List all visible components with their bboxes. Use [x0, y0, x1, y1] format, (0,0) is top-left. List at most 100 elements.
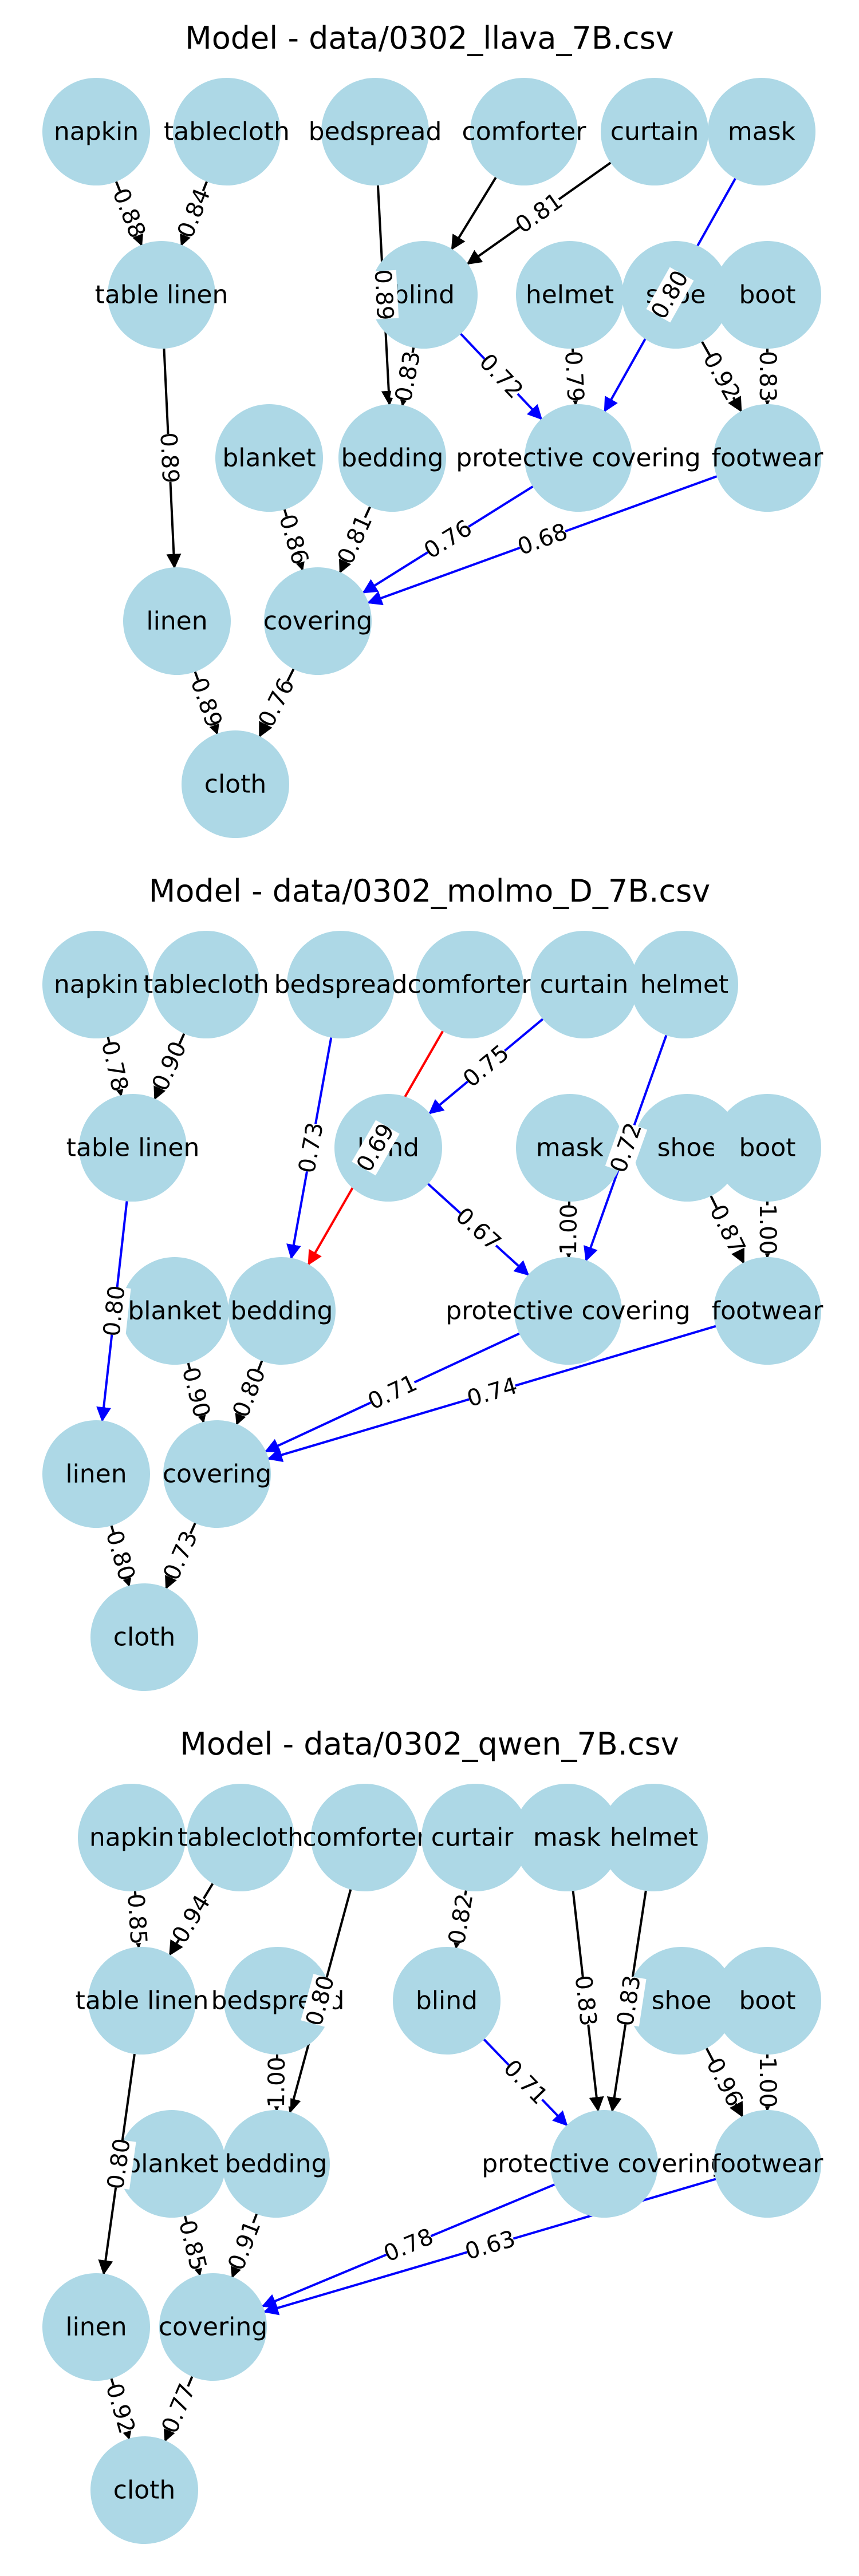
edge-label-group: 0.89 — [368, 268, 399, 321]
node-label-blanket: blanket — [128, 1297, 221, 1326]
node-cloth — [90, 2436, 198, 2544]
node-tablecloth — [173, 78, 281, 185]
edge-label-background — [227, 1365, 271, 1420]
node-curtain — [601, 78, 708, 185]
node-blind — [393, 1947, 501, 2055]
edge-label-background — [698, 349, 746, 404]
edge-label-background — [605, 1120, 648, 1175]
node-helmet — [600, 1784, 708, 1891]
node-label-tablecloth: tablecloth — [143, 970, 269, 999]
edge-label: 0.90 — [147, 1037, 192, 1095]
edge-label-background — [98, 1285, 131, 1337]
edge-label-group: 0.73 — [293, 1120, 329, 1175]
edge-label: 0.87 — [704, 1200, 751, 1258]
edge-label: 1.00 — [754, 1204, 781, 1255]
edge-label: 0.77 — [157, 2380, 201, 2437]
edge-label: 0.94 — [167, 1890, 215, 1947]
edge-label-group: 0.77 — [157, 2380, 201, 2437]
edge-label-group: 0.91 — [223, 2217, 266, 2274]
edge-label-group: 0.92 — [698, 347, 746, 405]
node-bedspread — [287, 931, 395, 1038]
edge-label-background — [559, 351, 589, 401]
edge-label-background — [515, 518, 570, 561]
node-tablecloth — [187, 1784, 294, 1891]
node-label-comforter: comforter — [462, 117, 587, 147]
node-label-mask: mask — [728, 117, 796, 147]
node-boot — [714, 241, 821, 349]
edge-label: 1.00 — [754, 2057, 781, 2108]
node-boot — [714, 1947, 821, 2055]
node-label-covering: covering — [163, 1460, 271, 1489]
node-protective-covering — [525, 404, 632, 512]
node-linen — [42, 1420, 150, 1528]
node-footwear — [714, 404, 821, 512]
edge-label-group: 0.63 — [462, 2225, 518, 2266]
edge-label: 0.89 — [155, 432, 183, 484]
node-covering — [159, 2273, 267, 2381]
node-bedding — [222, 2110, 330, 2218]
node-label-napkin: napkin — [54, 970, 139, 999]
edge-label-group: 0.89 — [185, 674, 227, 731]
edge-label-background — [102, 2138, 136, 2190]
node-bedding — [228, 1257, 336, 1365]
node-label-curtain: curtain — [540, 970, 629, 999]
node-tablecloth — [152, 931, 260, 1038]
node-protective-covering — [550, 2110, 658, 2218]
edge-label: 0.91 — [223, 2217, 266, 2274]
node-label-tablecloth: tablecloth — [178, 1823, 304, 1852]
edge-label-group: 0.82 — [443, 1892, 479, 1947]
edge-label-background — [389, 350, 427, 403]
node-label-cloth: cloth — [204, 770, 266, 799]
node-label-footwear: footwear — [712, 1297, 824, 1326]
node-blind — [370, 241, 478, 349]
edge-label-group: 0.87 — [704, 1200, 751, 1258]
edge-label-group: 0.68 — [514, 518, 571, 561]
edge-label-background — [443, 1893, 479, 1946]
edge-label-background — [293, 1121, 329, 1174]
edge-label-group: 0.80 — [98, 1284, 131, 1338]
node-label-helmet: helmet — [610, 1823, 698, 1852]
node-label-blind: blind — [393, 280, 455, 310]
edge-label-group: 0.96 — [701, 2053, 748, 2111]
edge-label-background — [499, 2055, 552, 2109]
node-table-linen — [108, 241, 215, 349]
node-label-table-linen: table linen — [95, 280, 228, 310]
edge-label-background — [555, 1205, 583, 1254]
edge-label-background — [701, 2055, 748, 2110]
edge-label-group: 1.00 — [754, 2057, 781, 2108]
node-mask — [516, 1094, 624, 1202]
node-mask — [708, 78, 815, 185]
edge-label-background — [332, 512, 378, 567]
edge-label-group: 0.94 — [167, 1890, 215, 1947]
node-label-covering: covering — [263, 607, 372, 636]
node-linen — [42, 2273, 150, 2381]
edge-label-background — [176, 1365, 215, 1420]
node-table-linen — [88, 1947, 196, 2055]
node-covering — [264, 567, 372, 675]
edge-label-background — [121, 1894, 152, 1944]
edge-label: 0.82 — [444, 1892, 479, 1947]
node-comforter — [416, 931, 523, 1038]
edge-label-group: 0.85 — [121, 1893, 152, 1945]
node-comforter — [470, 78, 578, 185]
edge-label: 1.00 — [555, 1204, 582, 1255]
edge-label-group: 0.73 — [158, 1527, 203, 1584]
edge-label-background — [263, 2058, 291, 2107]
edge-label-group: 1.00 — [263, 2057, 291, 2108]
edge-label-background — [172, 185, 216, 241]
edge-label-group: 0.79 — [559, 350, 589, 402]
node-protective-covering — [514, 1257, 622, 1365]
edge-label-background — [511, 188, 567, 239]
edge-label: 0.83 — [570, 1974, 602, 2028]
node-label-linen: linen — [65, 1460, 127, 1489]
node-napkin — [78, 1784, 186, 1891]
node-boot — [714, 1094, 821, 1202]
node-napkin — [42, 78, 150, 185]
node-label-bedspread: bedspread — [309, 117, 442, 147]
node-linen — [123, 567, 231, 675]
edge-label: 0.75 — [458, 1040, 514, 1092]
node-label-helmet: helmet — [526, 280, 614, 310]
